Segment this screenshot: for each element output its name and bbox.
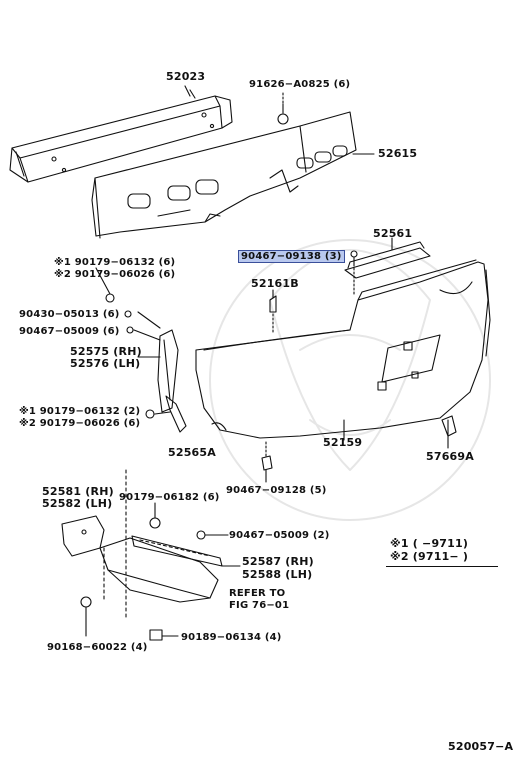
label-90467-05009-b: 90467−05009 (2) (229, 530, 330, 541)
bumper-cover-52159 (195, 259, 491, 439)
label-refer-to: REFER TO (229, 588, 286, 599)
label-52565A: 52565A (168, 446, 216, 459)
label-52615: 52615 (378, 147, 418, 160)
diagram-code: 520057−A (448, 740, 514, 753)
label-52561: 52561 (373, 227, 413, 240)
label-90430: 90430−05013 (6) (19, 309, 120, 320)
bolt-91626 (277, 92, 289, 125)
leader-52023 (184, 85, 191, 97)
label-52581: 52581 (RH) (42, 485, 114, 498)
label-52023: 52023 (166, 70, 206, 83)
label-52575: 52575 (RH) (70, 345, 142, 358)
clip-90467-05009-b (196, 530, 229, 540)
label-90189: 90189−06134 (4) (181, 632, 282, 643)
retainer-52561 (344, 237, 431, 279)
label-91626: 91626−A0825 (6) (249, 79, 351, 90)
label-52161B: 52161B (251, 277, 299, 290)
label-52588: 52588 (LH) (242, 568, 313, 581)
legend-underline (386, 566, 498, 567)
clip-90467-09138 (350, 250, 358, 296)
label-90168: 90168−60022 (4) (47, 642, 148, 653)
nuts-left-column (95, 267, 171, 419)
label-90179-06182: 90179−06182 (6) (119, 492, 220, 503)
label-52587: 52587 (RH) (242, 555, 314, 568)
legend-line-2: ※2 (9711− ) (390, 550, 469, 563)
label-57669A: 57669A (426, 450, 474, 463)
lower-cover (99, 537, 219, 603)
label-90467-09138-highlight[interactable]: 90467−09138 (3) (238, 250, 345, 263)
bolt-90168 (80, 596, 92, 637)
energy-absorber-52615 (91, 111, 357, 239)
fastener-52161B (269, 289, 277, 335)
label-52582: 52582 (LH) (42, 497, 113, 510)
label-s1-90179-06132-b: ※1 90179−06132 (2) (19, 406, 141, 417)
legend-line-1: ※1 ( −9711) (390, 537, 469, 550)
label-52159: 52159 (323, 436, 363, 449)
nut-90179-06182 (149, 502, 161, 529)
clip-90467-09128 (261, 441, 273, 483)
mudguard-52581 (61, 515, 105, 557)
retainer-52587 (131, 535, 223, 567)
label-52576: 52576 (LH) (70, 357, 141, 370)
bracket-57669A (441, 415, 457, 449)
label-s2-90179-06026: ※2 90179−06026 (6) (54, 269, 176, 280)
reinforcement-beam-52023 (9, 89, 233, 183)
label-90467-05009-a: 90467−05009 (6) (19, 326, 120, 337)
clip-90189 (149, 629, 179, 641)
dashed-guides (103, 469, 127, 621)
label-s1-90179-06132: ※1 90179−06132 (6) (54, 257, 176, 268)
label-s2-90179-06026-b: ※2 90179−06026 (6) (19, 418, 141, 429)
watermark-emblem (209, 239, 491, 521)
label-90467-09128: 90467−09128 (5) (226, 485, 327, 496)
label-fig-reference[interactable]: FIG 76−01 (229, 600, 290, 611)
side-retainer-52575 (157, 329, 187, 433)
